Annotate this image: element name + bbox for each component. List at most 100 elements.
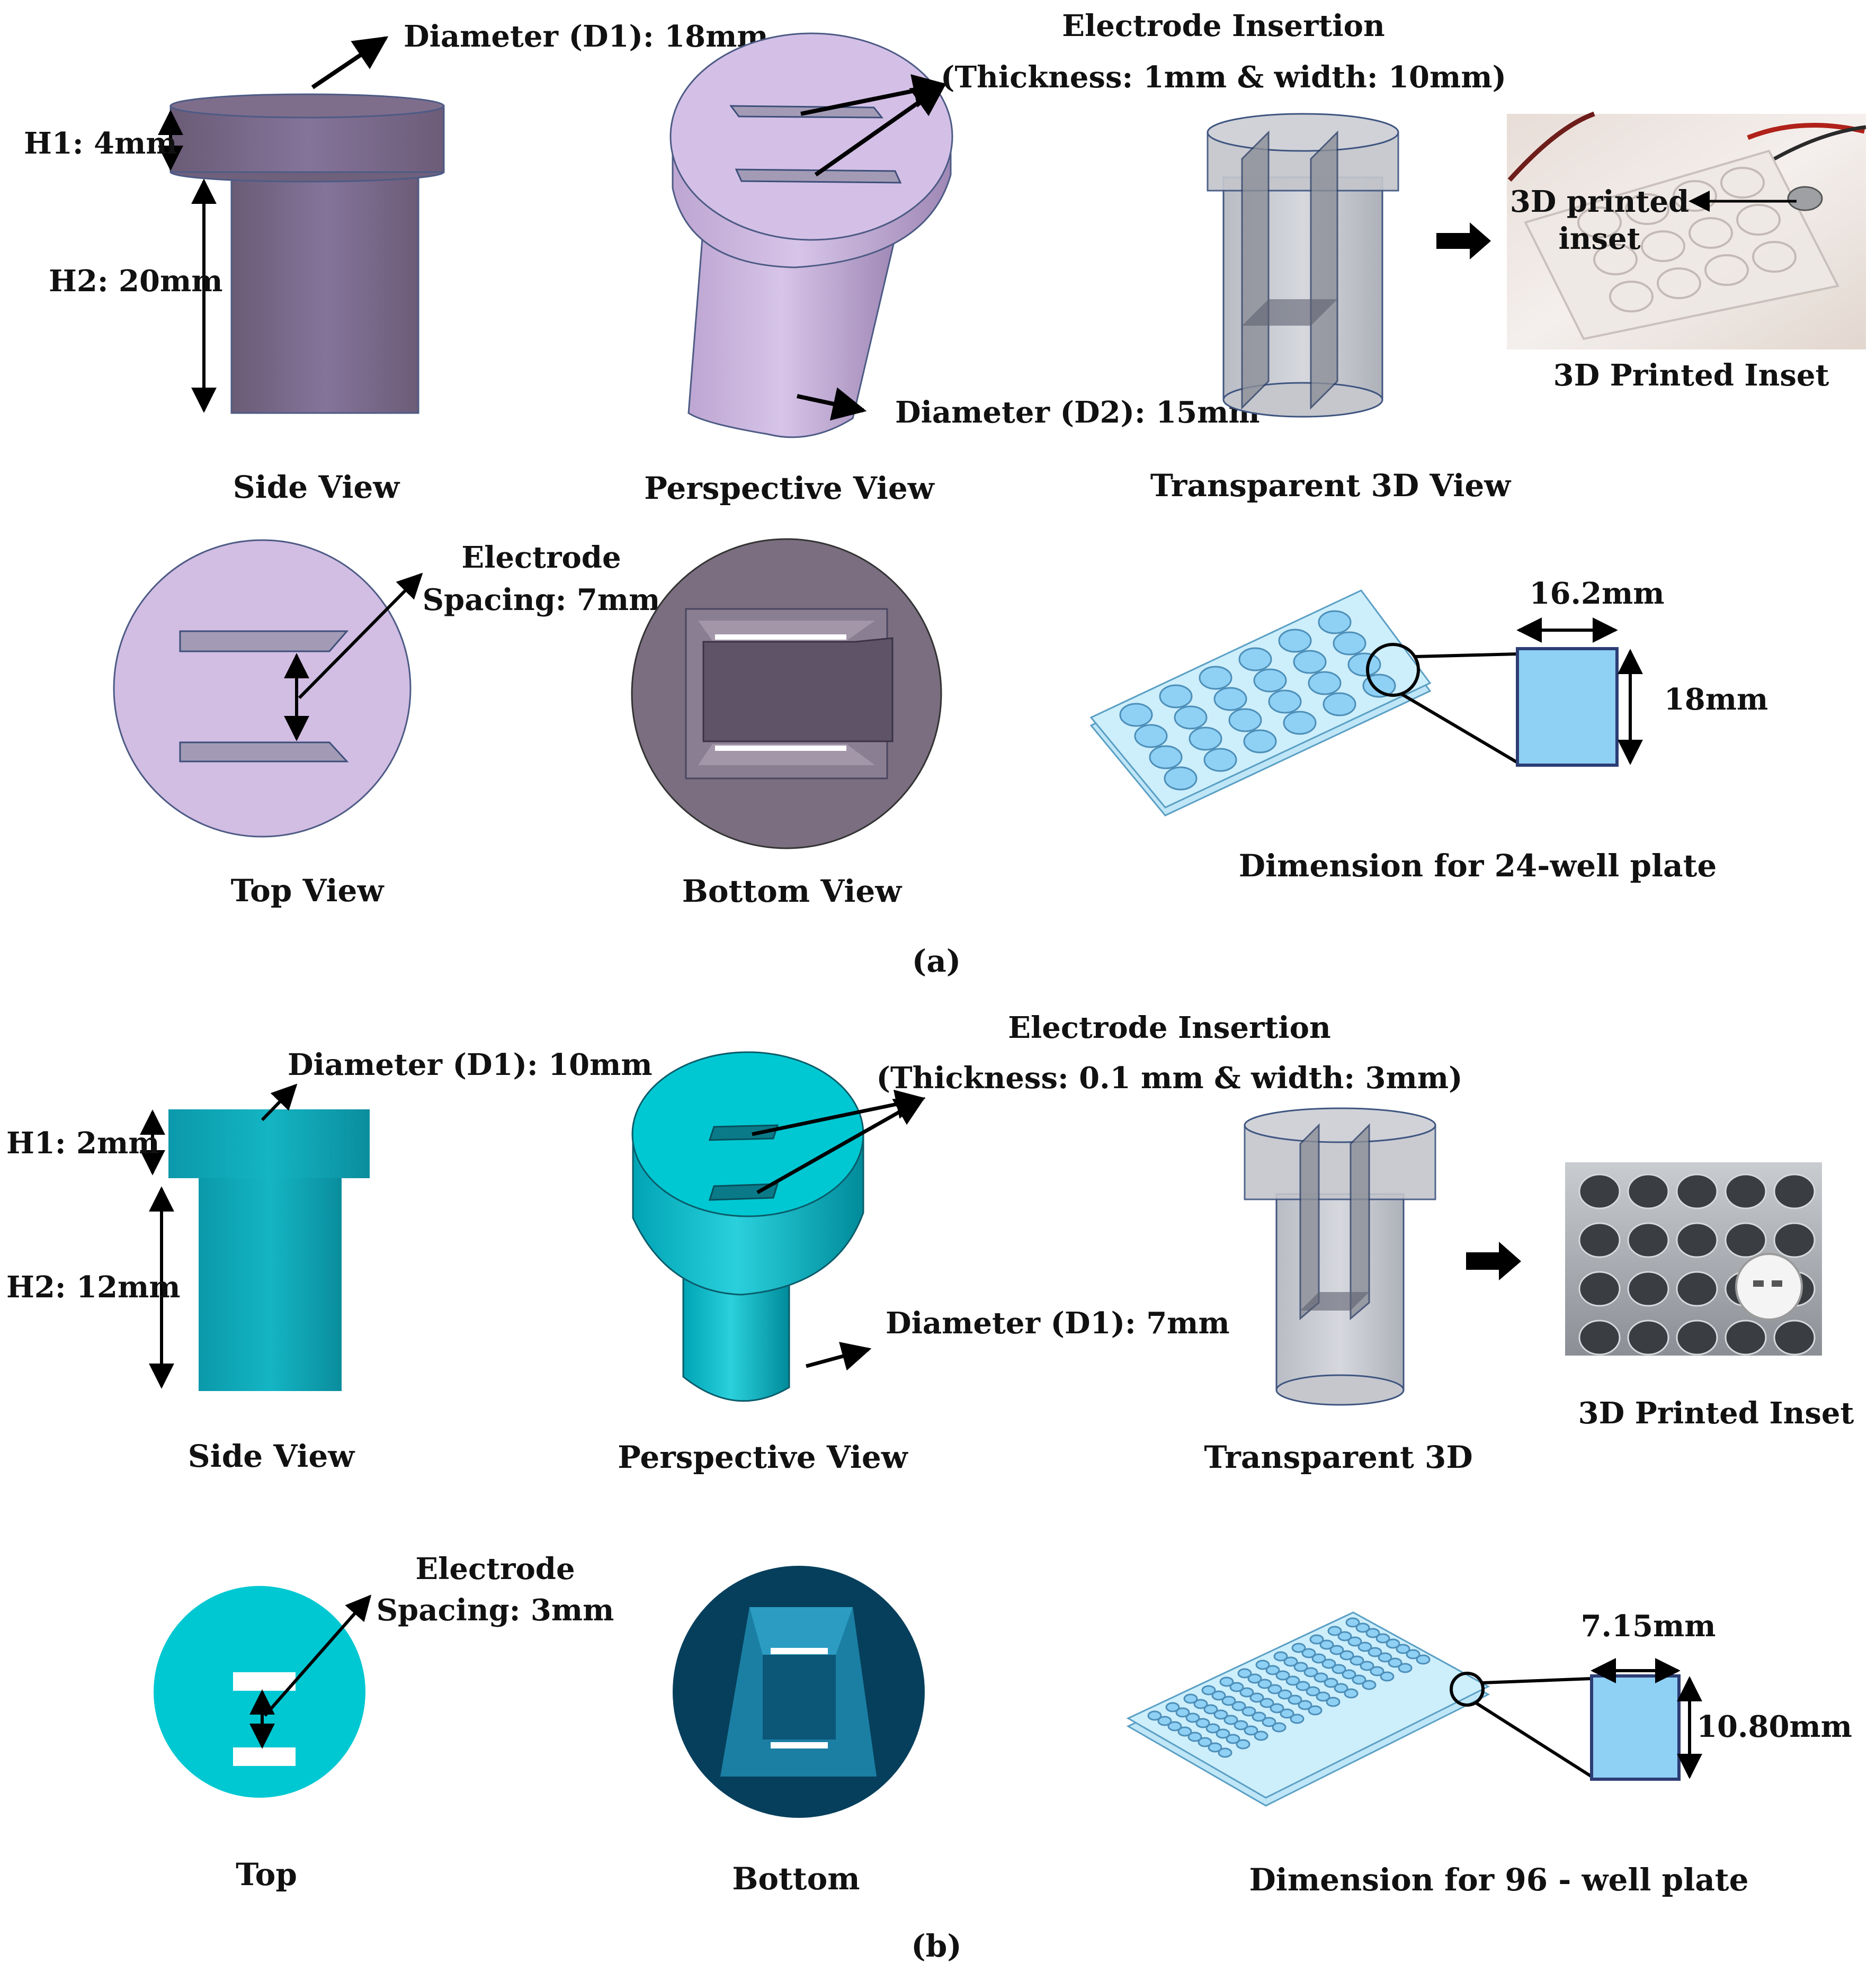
inset-piece — [1787, 186, 1823, 211]
top-view-b: Electrode Spacing: 3mm Top — [154, 1552, 614, 1893]
well — [1211, 1690, 1226, 1701]
caption: 3D Printed Inset — [1553, 358, 1829, 393]
well-box — [1516, 647, 1619, 767]
bottom-plate — [1300, 1292, 1369, 1311]
slot-2 — [179, 741, 349, 763]
well — [1316, 1691, 1330, 1702]
well — [1259, 1698, 1274, 1708]
well — [1368, 1647, 1382, 1657]
well — [1288, 1694, 1302, 1705]
well — [1183, 1693, 1198, 1704]
d1-arrow — [311, 36, 389, 89]
zoom-circle — [1366, 643, 1420, 697]
well — [1773, 1222, 1816, 1258]
well — [1296, 1681, 1310, 1691]
panel-a: Diameter (D1): 18mm H1: 4mm H2: 20mm Sid… — [24, 8, 1866, 979]
insertion-spec: (Thickness: 1mm & width: 10mm) — [941, 60, 1506, 95]
slot-2 — [735, 168, 902, 184]
zoom-line-2 — [1474, 1701, 1593, 1778]
caption: Top View — [231, 873, 385, 909]
h1-label: H1: 4mm — [24, 126, 177, 161]
well — [1249, 1692, 1264, 1703]
well — [1164, 766, 1198, 791]
transparent-view-a: Transparent 3D View — [1150, 113, 1512, 504]
well — [1147, 1710, 1162, 1721]
body-bottom — [1275, 1374, 1405, 1406]
well — [1416, 1654, 1431, 1665]
insertion-title: Electrode Insertion — [1062, 8, 1384, 43]
inset-piece — [1735, 1253, 1803, 1321]
well — [1272, 1722, 1287, 1733]
well — [1318, 610, 1352, 634]
bevel-top — [749, 1607, 853, 1655]
well — [1323, 692, 1356, 716]
well — [1725, 1320, 1767, 1356]
well — [1268, 689, 1302, 714]
bottom-view-a: Bottom View — [631, 538, 942, 909]
well — [1218, 1747, 1232, 1758]
body — [682, 1270, 790, 1402]
well — [1231, 1701, 1246, 1711]
well — [1199, 666, 1232, 690]
well — [1370, 1666, 1384, 1676]
well — [1273, 1651, 1288, 1662]
well — [1241, 1706, 1256, 1717]
well — [1253, 668, 1287, 693]
well — [1293, 1662, 1308, 1672]
well — [1362, 1680, 1377, 1690]
perspective-view-b: Electrode Insertion (Thickness: 0.1 mm &… — [618, 1010, 1462, 1475]
well — [1175, 1707, 1190, 1718]
caption: Dimension for 96 - well plate — [1249, 1862, 1748, 1898]
well — [1283, 1656, 1298, 1667]
electrode-2 — [1310, 130, 1338, 410]
well — [1676, 1271, 1718, 1307]
well — [1298, 1700, 1312, 1710]
well — [1234, 1720, 1248, 1730]
insertion-arrow-2 — [814, 83, 947, 177]
well — [1267, 1684, 1282, 1694]
well — [1247, 1673, 1262, 1684]
photo-wells — [1577, 167, 1797, 312]
zoom-line-1 — [1415, 652, 1518, 658]
slot-2 — [233, 1747, 296, 1766]
well — [1291, 1643, 1306, 1653]
spacing-leader — [263, 1594, 372, 1717]
well — [1332, 1664, 1346, 1674]
well — [1244, 1725, 1258, 1736]
body — [687, 211, 897, 438]
slot-bottom — [771, 1742, 828, 1748]
plate-dimension-b: 7.15mm 10.80mm Dimension for 96 - well p… — [1126, 1609, 1852, 1898]
flow-arrow-b — [1466, 1242, 1521, 1280]
well — [1308, 1705, 1323, 1716]
well — [1278, 629, 1312, 653]
well — [1285, 1675, 1300, 1686]
bottom-view-b: Bottom — [673, 1566, 925, 1897]
panel-label-b: (b) — [911, 1928, 961, 1964]
spacing-line-1: Electrode — [461, 540, 621, 575]
well — [1357, 1642, 1372, 1652]
well — [1159, 684, 1193, 709]
spacing-line-2: Spacing: 7mm — [423, 582, 660, 617]
d1-label: Diameter (D1): 18mm — [404, 19, 769, 54]
well — [1203, 1704, 1218, 1715]
well — [1280, 1708, 1294, 1719]
well — [1627, 1173, 1669, 1209]
well — [1228, 708, 1262, 732]
well — [1578, 1222, 1621, 1258]
caption: Perspective View — [644, 470, 935, 506]
width-label: 7.15mm — [1581, 1609, 1716, 1644]
transparent-view-b: Transparent 3D — [1204, 1107, 1473, 1475]
cap-top — [1207, 113, 1399, 152]
well — [1578, 1271, 1621, 1307]
well — [1578, 1173, 1621, 1209]
insertion-spec: (Thickness: 0.1 mm & width: 3mm) — [877, 1061, 1463, 1096]
well — [1119, 703, 1153, 727]
slot-top — [771, 1648, 828, 1654]
callout-line-2: inset — [1558, 221, 1640, 256]
bottom-plate — [1242, 299, 1337, 326]
well — [1201, 1685, 1216, 1696]
well — [1236, 1739, 1250, 1750]
electrode-1 — [1241, 130, 1270, 410]
caption: 3D Printed Inset — [1578, 1396, 1854, 1431]
well — [1319, 1639, 1334, 1650]
